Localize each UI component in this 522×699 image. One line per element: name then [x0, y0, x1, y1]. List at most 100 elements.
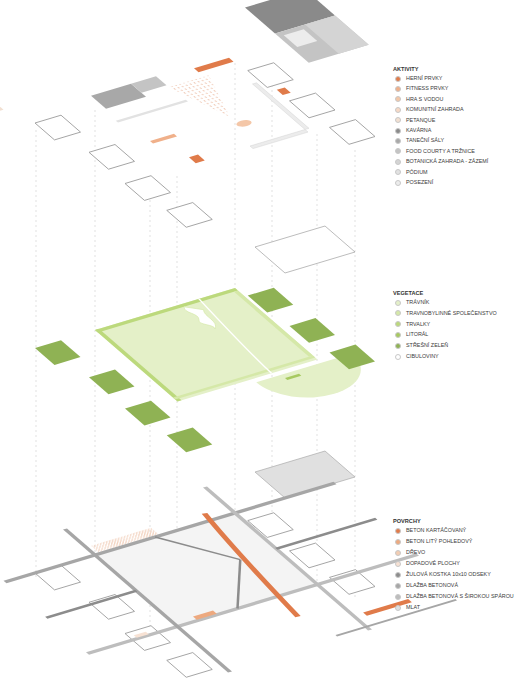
littoral-pond [182, 303, 223, 331]
legend-text: PÓDIUM [406, 169, 428, 176]
legend-swatch [395, 159, 401, 165]
paved-path [336, 600, 456, 636]
legend-text: DOPADOVÉ PLOCHY [406, 560, 460, 567]
legend-swatch [395, 180, 401, 186]
fitness-element [150, 134, 177, 144]
legend-swatch [395, 300, 401, 306]
legend-swatch [395, 86, 401, 92]
legend-swatch [395, 148, 401, 154]
seating-block [284, 29, 318, 47]
legend-row: DLAŽBA BETONOVÁ [395, 582, 458, 589]
legend-row: LITORÁL [395, 331, 428, 338]
legend-row: PETANQUE [395, 117, 435, 124]
brushed-concrete-path [186, 513, 318, 616]
littoral-strip [285, 374, 301, 380]
legend-row: KAVÁRNA [395, 127, 431, 134]
community-garden [169, 75, 250, 123]
legend-row: DLAŽBA BETONOVÁ S ŠIROKOU SPÁROU [395, 593, 514, 600]
legend-row: BETON KARTÁČOVANÝ [395, 527, 466, 534]
legend-row: TANEČNÍ SÁLY [395, 137, 444, 144]
legend-swatch [395, 550, 401, 556]
legend-row: MLAT [395, 604, 420, 611]
botanic-block [305, 15, 369, 53]
legend-text: ŽULOVÁ KOSTKA 10x10 ODSEKY [406, 571, 491, 578]
legend-text: TRAVNOBYLINNÉ SPOLEČENSTVO [406, 310, 497, 317]
legend-swatch [395, 169, 401, 175]
projection-line [95, 110, 96, 560]
seating-strip [250, 130, 308, 149]
projection-line [36, 130, 37, 580]
legend-text: DLAŽBA BETONOVÁ [406, 582, 458, 589]
surfaces-layer [0, 451, 490, 699]
legend-heading: AKTIVITY [393, 67, 418, 73]
legend-swatch [395, 583, 401, 589]
legend-row: TRVALKY [395, 321, 430, 328]
legend-text: TRÁVNÍK [406, 299, 429, 306]
water-play [234, 119, 254, 128]
legend-row: STŘEŠNÍ ZELEŇ [395, 342, 448, 349]
paths [0, 457, 470, 699]
legend-row: TRAVNOBYLINNÉ SPOLEČENSTVO [395, 310, 497, 317]
legend-swatch [395, 128, 401, 134]
legend-text: POSEZENÍ [406, 179, 433, 186]
legend-swatch [395, 539, 401, 545]
play-element [277, 87, 291, 95]
play-element [194, 58, 234, 72]
legend-row: FITNESS PRVKY [395, 85, 448, 92]
paved-path [5, 483, 335, 582]
building-outlines [35, 51, 404, 234]
legend-row: PÓDIUM [395, 169, 428, 176]
granite-path [46, 591, 136, 618]
legend-swatch [395, 594, 401, 600]
mlat-surface [95, 513, 318, 627]
legend-row: HRA S VODOU [395, 96, 443, 103]
legend-text: PETANQUE [406, 117, 435, 124]
legend-row: BOTANICKÁ ZAHRADA - ZÁZEMÍ [395, 158, 488, 165]
legend-row: BETON LITÝ POHLEDOVÝ [395, 538, 472, 545]
market-block [131, 76, 167, 93]
seating-strip [253, 83, 310, 130]
perennial-strip [95, 288, 238, 333]
legend-heading: VEGETACE [393, 291, 423, 297]
legend-text: BETON LITÝ POHLEDOVÝ [406, 538, 472, 545]
legend-text: DŘEVO [406, 549, 425, 556]
legend-text: FOOD COURTY A TRŽNICE [406, 148, 475, 155]
legend-swatch [395, 76, 401, 82]
legend-text: HRA S VODOU [406, 96, 443, 103]
vegetation-layer [5, 226, 483, 459]
legend-heading: POVRCHY [393, 519, 421, 525]
cast-concrete [193, 611, 217, 620]
legend-swatch [395, 561, 401, 567]
meadow-strip [173, 356, 315, 400]
legend-swatch [395, 310, 401, 316]
legend-swatch [395, 605, 401, 611]
legend-text: CIBULOVINY [406, 353, 439, 360]
petanque-court [0, 107, 4, 115]
legend-swatch [395, 138, 401, 144]
legend-swatch [395, 528, 401, 534]
legend-row: POSEZENÍ [395, 179, 433, 186]
food-court-block [275, 15, 369, 62]
legend-swatch [395, 321, 401, 327]
play-element [189, 155, 205, 164]
legend-text: BETON KARTÁČOVANÝ [406, 527, 466, 534]
legend-row: CIBULOVINY [395, 353, 439, 360]
impact-surface [134, 632, 149, 638]
legend-swatch [395, 117, 401, 123]
legend-swatch [395, 96, 401, 102]
legend-text: STŘEŠNÍ ZELEŇ [406, 342, 448, 349]
legend-row: DOPADOVÉ PLOCHY [395, 560, 460, 567]
legend-row: DŘEVO [395, 549, 425, 556]
legend-text: FITNESS PRVKY [406, 85, 448, 92]
legend-row: ŽULOVÁ KOSTKA 10x10 ODSEKY [395, 571, 491, 578]
legend-swatch [395, 572, 401, 578]
legend-text: TANEČNÍ SÁLY [406, 137, 444, 144]
legend-swatch [395, 107, 401, 113]
legend-text: MLAT [406, 604, 420, 611]
legend-row: FOOD COURTY A TRŽNICE [395, 148, 475, 155]
legend-text: KAVÁRNA [406, 127, 431, 134]
green-roofs [35, 276, 404, 459]
legend-text: KOMUNITNÍ ZAHRADA [406, 106, 464, 113]
legend-swatch [395, 343, 401, 349]
